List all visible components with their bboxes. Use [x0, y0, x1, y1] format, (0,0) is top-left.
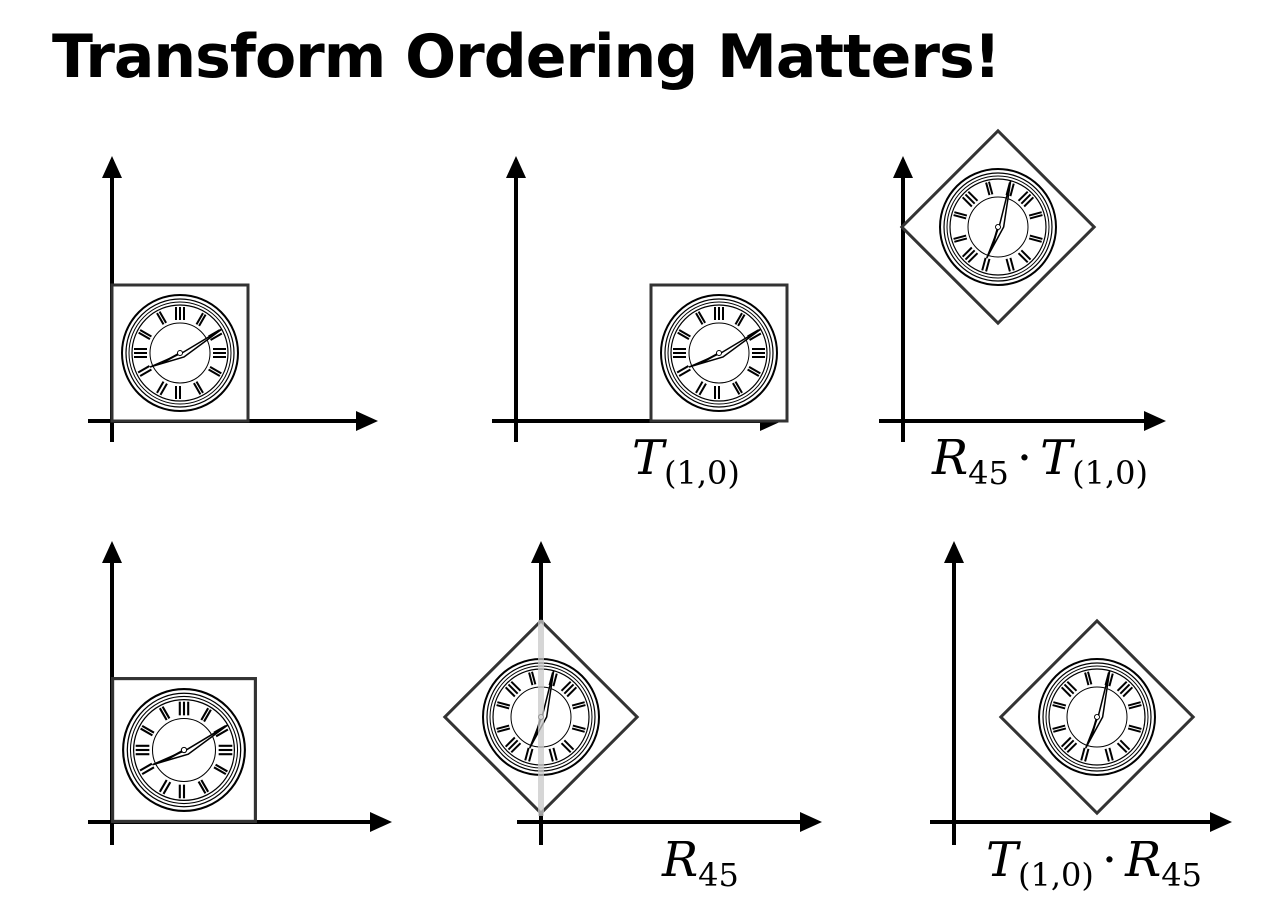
slide-title: Transform Ordering Matters! — [52, 22, 1001, 92]
clock-object — [1001, 621, 1193, 813]
x-axis-arrow — [1144, 411, 1166, 431]
y-axis-arrow — [102, 156, 122, 178]
y-axis-arrow — [102, 541, 122, 563]
panel-row1-translate: T(1,0) — [492, 156, 787, 492]
label-t10-r45: T(1,0)·R45 — [986, 832, 1202, 894]
x-axis-arrow — [356, 411, 378, 431]
x-axis-arrow — [370, 812, 392, 832]
clock-object — [902, 131, 1094, 323]
panel-row1-identity — [88, 156, 378, 442]
x-axis-arrow — [800, 812, 822, 832]
label-t10: T(1,0) — [632, 430, 740, 492]
clock-object — [113, 679, 256, 822]
y-axis-guide — [538, 620, 544, 816]
panel-row2-identity — [88, 541, 392, 845]
clock-object — [112, 285, 248, 421]
panel-row2-translate-after-rotate: T(1,0)·R45 — [930, 541, 1232, 894]
label-r45-t10: R45·T(1,0) — [931, 430, 1148, 492]
x-axis-arrow — [1210, 812, 1232, 832]
clock-object — [651, 285, 787, 421]
y-axis-arrow — [506, 156, 526, 178]
y-axis-arrow — [893, 156, 913, 178]
panel-row2-rotate: R45 — [445, 541, 822, 894]
y-axis-arrow — [944, 541, 964, 563]
label-r45: R45 — [661, 832, 739, 894]
panel-row1-rotate-after-translate: R45·T(1,0) — [879, 131, 1166, 492]
y-axis-arrow — [531, 541, 551, 563]
